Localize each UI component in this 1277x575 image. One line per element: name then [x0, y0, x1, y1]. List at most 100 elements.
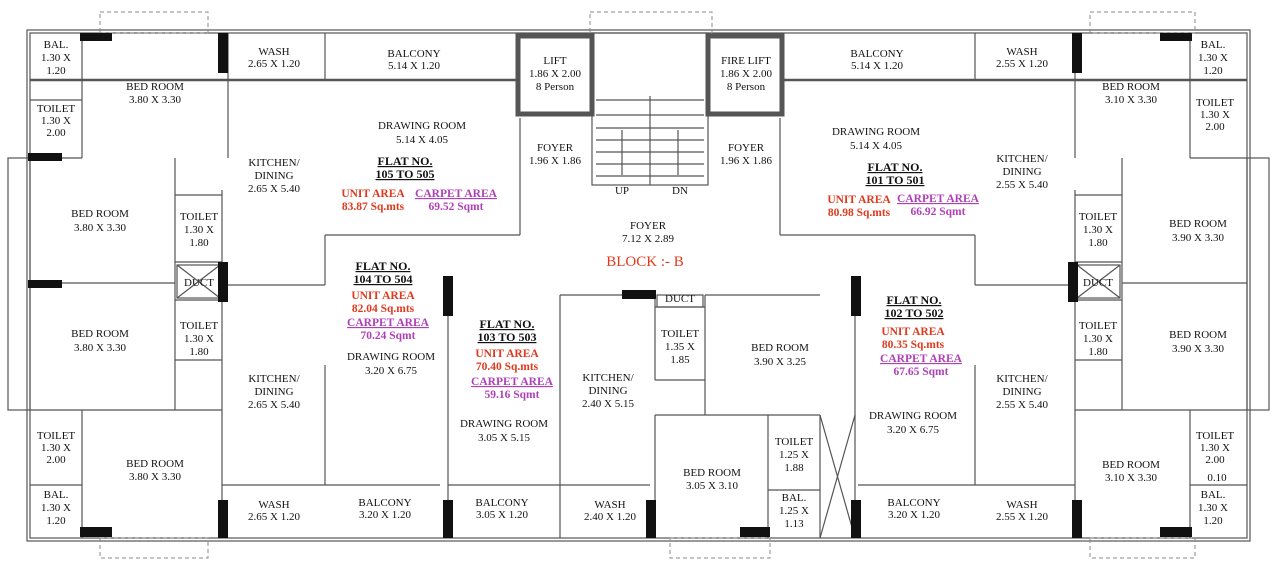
- bed-bc-label: 3.05 X 3.10: [686, 480, 738, 492]
- bed-c-label: BED ROOM: [751, 342, 809, 354]
- toilet-bc-label: TOILET: [775, 436, 814, 448]
- flat-103-title: FLAT NO.: [480, 317, 535, 331]
- toilet-bc-label: 1.88: [784, 462, 804, 474]
- columns: [28, 33, 1192, 538]
- flat-104-carpet-area: CARPET AREA: [347, 317, 430, 329]
- balcony-102-label: BALCONY: [887, 497, 940, 509]
- kitchen-br-label: KITCHEN/: [996, 373, 1048, 385]
- fire-lift-label: 8 Person: [727, 81, 766, 93]
- drawing-105-label: 5.14 X 4.05: [396, 134, 448, 146]
- toilet-mr-1-label: 1.80: [1088, 237, 1108, 249]
- bed-ml-1-label: 3.80 X 3.30: [74, 222, 126, 234]
- wash-br-label: 2.55 X 1.20: [996, 511, 1048, 523]
- kitchen-bl-label: KITCHEN/: [248, 373, 300, 385]
- toilet-tr-label: TOILET: [1196, 97, 1235, 109]
- bed-tr-label: BED ROOM: [1102, 81, 1160, 93]
- toilet-br-label: 1.30 X: [1200, 442, 1230, 454]
- toilet-ml-1-label: TOILET: [180, 211, 219, 223]
- lift-label: 8 Person: [536, 81, 575, 93]
- toilet-tr-label: 2.00: [1205, 121, 1225, 133]
- toilet-ml-1-label: 1.30 X: [184, 224, 214, 236]
- drawing-101-label: 5.14 X 4.05: [850, 140, 902, 152]
- balcony-bl-label: 3.20 X 1.20: [359, 509, 411, 521]
- bal-bc-label: 1.25 X: [779, 505, 809, 517]
- foyer-c-label: FOYER: [630, 220, 667, 232]
- stair-up-label: UP: [615, 185, 629, 197]
- bed-bc-label: BED ROOM: [683, 467, 741, 479]
- bal-br-label: 1.20: [1203, 515, 1223, 527]
- bal-bl-label: 1.20: [46, 515, 66, 527]
- kitchen-bl-label: DINING: [254, 386, 293, 398]
- flat-102-carpet-area: CARPET AREA: [880, 353, 963, 365]
- flat-101-title: FLAT NO.: [868, 160, 923, 174]
- bed-mr-1-label: BED ROOM: [1169, 218, 1227, 230]
- flat-102-title: 102 TO 502: [885, 306, 944, 320]
- bed-mr-1-label: 3.90 X 3.30: [1172, 232, 1224, 244]
- wash-br-label: WASH: [1006, 499, 1037, 511]
- balcony-102-label: 3.20 X 1.20: [888, 509, 940, 521]
- flat-103-carpet-area: CARPET AREA: [471, 376, 554, 388]
- toilet-mr-1-label: TOILET: [1079, 211, 1118, 223]
- wash-103-label: 2.40 X 1.20: [584, 511, 636, 523]
- drawing-103-label: 3.05 X 5.15: [478, 432, 530, 444]
- drawing-105-label: DRAWING ROOM: [378, 120, 466, 132]
- kitchen-103-label: DINING: [588, 385, 627, 397]
- drawing-102-label: DRAWING ROOM: [869, 410, 957, 422]
- wash-tr-label: WASH: [1006, 46, 1037, 58]
- kitchen-tl-label: KITCHEN/: [248, 157, 300, 169]
- bed-tl-label: BED ROOM: [126, 81, 184, 93]
- toilet-c-label: 1.35 X: [665, 341, 695, 353]
- kitchen-br-label: DINING: [1002, 386, 1041, 398]
- toilet-c-label: 1.85: [670, 354, 690, 366]
- toilet-mr-2-label: 1.30 X: [1083, 333, 1113, 345]
- flat-104-title: 104 TO 504: [354, 272, 413, 286]
- drawing-104-label: 3.20 X 6.75: [365, 365, 417, 377]
- balcony-103-label: BALCONY: [475, 497, 528, 509]
- bed-c-label: 3.90 X 3.25: [754, 356, 806, 368]
- bed-bl-label: BED ROOM: [126, 458, 184, 470]
- toilet-tl-label: TOILET: [37, 103, 76, 115]
- foyer-l-label: 1.96 X 1.86: [529, 155, 581, 167]
- bal-tr-label: 1.20: [1203, 65, 1223, 77]
- flat-101-unit-area: UNIT AREA: [827, 194, 891, 206]
- flat-101-title: 101 TO 501: [866, 173, 925, 187]
- bal-tl-label: BAL.: [44, 39, 69, 51]
- flat-105-carpet-area: 69.52 Sqmt: [429, 201, 484, 213]
- toilet-ml-2-label: 1.30 X: [184, 333, 214, 345]
- balcony-tl-label: BALCONY: [387, 48, 440, 60]
- bed-ml-1-label: BED ROOM: [71, 208, 129, 220]
- flat-105-title: FLAT NO.: [378, 154, 433, 168]
- kitchen-bl-label: 2.65 X 5.40: [248, 399, 300, 411]
- flat-101-carpet-area: CARPET AREA: [897, 193, 980, 205]
- toilet-bl-label: TOILET: [37, 430, 76, 442]
- toilet-br-label: 2.00: [1205, 454, 1225, 466]
- foyer-l-label: FOYER: [537, 142, 574, 154]
- stair-down-label: DN: [672, 185, 688, 197]
- toilet-mr-2-label: 1.80: [1088, 346, 1108, 358]
- toilet-ml-2-label: TOILET: [180, 320, 219, 332]
- duct-l-label: DUCT: [184, 277, 214, 289]
- toilet-tr-label: 1.30 X: [1200, 109, 1230, 121]
- kitchen-103-label: KITCHEN/: [582, 372, 634, 384]
- bal-bc-label: 1.13: [784, 518, 804, 530]
- bed-tr-label: 3.10 X 3.30: [1105, 94, 1157, 106]
- fire-lift-label: FIRE LIFT: [721, 55, 771, 67]
- drawing-103-label: DRAWING ROOM: [460, 418, 548, 430]
- bal-bc-label: BAL.: [782, 492, 807, 504]
- flat-104-title: FLAT NO.: [356, 259, 411, 273]
- wash-tr-label: 2.55 X 1.20: [996, 58, 1048, 70]
- bed-ml-2-label: 3.80 X 3.30: [74, 342, 126, 354]
- bal-bl-label: 1.30 X: [41, 502, 71, 514]
- balcony-tl-label: 5.14 X 1.20: [388, 60, 440, 72]
- bal-tl-label: 1.30 X: [41, 52, 71, 64]
- bal-br-label: BAL.: [1201, 489, 1226, 501]
- bal-bl-label: BAL.: [44, 489, 69, 501]
- flat-105-title: 105 TO 505: [376, 167, 435, 181]
- balcony-tr-label: BALCONY: [850, 48, 903, 60]
- bed-ml-2-label: BED ROOM: [71, 328, 129, 340]
- toilet-mr-2-label: TOILET: [1079, 320, 1118, 332]
- kitchen-tl-label: 2.65 X 5.40: [248, 183, 300, 195]
- drawing-101-label: DRAWING ROOM: [832, 126, 920, 138]
- flat-101-unit-area: 80.98 Sq.mts: [828, 207, 891, 219]
- lift-label: LIFT: [543, 55, 567, 67]
